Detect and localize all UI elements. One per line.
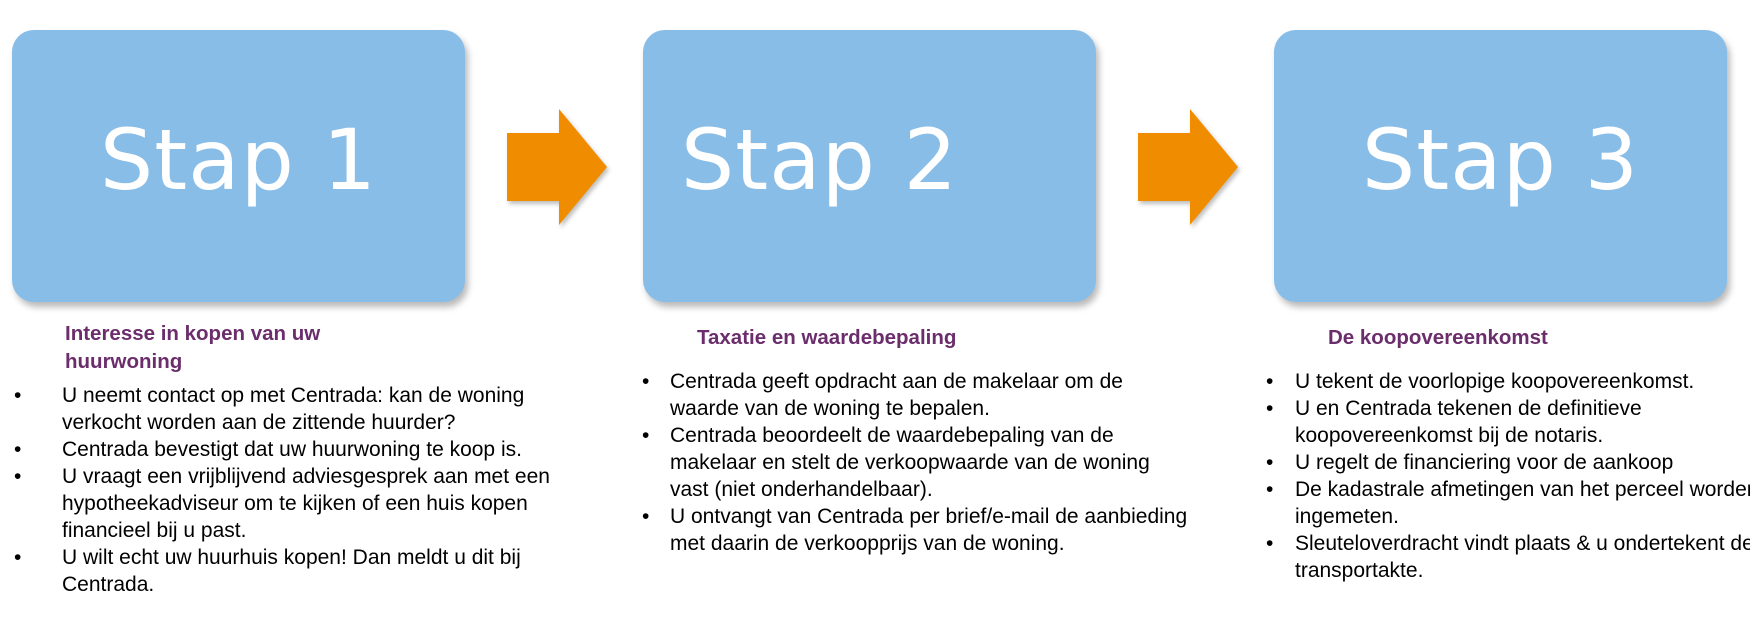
- step-2-box: Stap 2: [643, 30, 1096, 302]
- list-item-text: U wilt echt uw huurhuis kopen! Dan meldt…: [62, 546, 521, 596]
- bullet-icon: •: [14, 384, 22, 407]
- list-item: • U tekent de voorlopige koopovereenkomst…: [1263, 368, 1750, 395]
- step-2-title: Stap 2: [680, 111, 959, 209]
- list-item: • U wilt echt uw huurhuis kopen! Dan meld…: [0, 544, 560, 598]
- list-item: • Centrada beoordeelt de waardebepaling v…: [632, 422, 1192, 503]
- list-item-text: Sleuteloverdracht vindt plaats & u onder…: [1295, 532, 1750, 582]
- arrow-right-icon: [1138, 109, 1238, 225]
- step-1-details: Interesse in kopen van uw huurwoning • U …: [0, 320, 560, 598]
- list-item-text: De kadastrale afmetingen van het perceel…: [1295, 478, 1750, 528]
- step-2-heading: Taxatie en waardebepaling: [697, 326, 957, 349]
- list-item-text: U neemt contact op met Centrada: kan de …: [62, 384, 525, 434]
- bullet-icon: •: [1266, 478, 1274, 501]
- list-item-text: U ontvangt van Centrada per brief/e-mail…: [670, 505, 1188, 555]
- step-1-box: Stap 1: [12, 30, 465, 302]
- list-item-text: U regelt de financiering voor de aankoop: [1295, 451, 1674, 474]
- bullet-icon: •: [1266, 397, 1274, 420]
- arrow-right-icon: [507, 109, 607, 225]
- list-item-text: U vraagt een vrijblijvend adviesgesprek …: [62, 465, 550, 542]
- list-item: • U neemt contact op met Centrada: kan de…: [0, 382, 560, 436]
- bullet-icon: •: [1266, 451, 1274, 474]
- bullet-icon: •: [642, 370, 650, 393]
- list-item: • U ontvangt van Centrada per brief/e-mai…: [632, 503, 1192, 557]
- bullet-icon: •: [1266, 532, 1274, 555]
- list-item-text: Centrada bevestigt dat uw huurwoning te …: [62, 438, 522, 461]
- bullet-icon: •: [642, 424, 650, 447]
- step-2-bullet-list: • Centrada geeft opdracht aan de makelaar…: [632, 368, 1192, 557]
- list-item-text: U en Centrada tekenen de definitieve koo…: [1295, 397, 1642, 447]
- step-3-title: Stap 3: [1361, 111, 1640, 209]
- step-3-box: Stap 3: [1274, 30, 1727, 302]
- step-3-bullet-list: • U tekent de voorlopige koopovereenkomst…: [1263, 368, 1750, 584]
- step-1-heading: Interesse in kopen van uw huurwoning: [65, 322, 321, 373]
- list-item: • Centrada bevestigt dat uw huurwoning te…: [0, 436, 560, 463]
- list-item: • U en Centrada tekenen de definitieve ko…: [1263, 395, 1750, 449]
- bullet-icon: •: [642, 505, 650, 528]
- list-item: • De kadastrale afmetingen van het percee…: [1263, 476, 1750, 530]
- bullet-icon: •: [1266, 370, 1274, 393]
- list-item: • U regelt de financiering voor de aankoo…: [1263, 449, 1750, 476]
- list-item: • Centrada geeft opdracht aan de makelaar…: [632, 368, 1192, 422]
- list-item: • U vraagt een vrijblijvend adviesgesprek…: [0, 463, 560, 544]
- list-item-text: Centrada beoordeelt de waardebepaling va…: [670, 424, 1150, 501]
- list-item-text: U tekent de voorlopige koopovereenkomst.: [1295, 370, 1695, 393]
- step-3-heading: De koopovereenkomst: [1328, 326, 1548, 349]
- step-3-details: De koopovereenkomst • U tekent de voorlop…: [1263, 320, 1750, 584]
- bullet-icon: •: [14, 465, 22, 488]
- step-1-bullet-list: • U neemt contact op met Centrada: kan de…: [0, 382, 560, 598]
- step-2-details: Taxatie en waardebepaling • Centrada geef…: [632, 320, 1192, 557]
- list-item: • Sleuteloverdracht vindt plaats & u onde…: [1263, 530, 1750, 584]
- step-1-title: Stap 1: [99, 111, 378, 209]
- list-item-text: Centrada geeft opdracht aan de makelaar …: [670, 370, 1123, 420]
- bullet-icon: •: [14, 438, 22, 461]
- bullet-icon: •: [14, 546, 22, 569]
